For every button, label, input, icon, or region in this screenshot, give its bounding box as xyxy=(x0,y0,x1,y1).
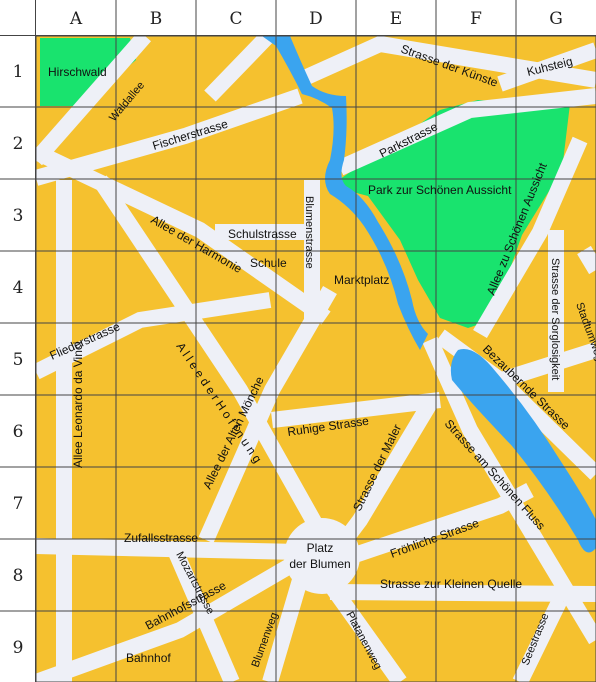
label-schule: Schule xyxy=(250,256,287,270)
road-seestrasse xyxy=(512,596,568,682)
road-fischerstrasse xyxy=(33,88,303,186)
road-allee-zu-schoenen-aussicht xyxy=(473,136,588,339)
label-platz-line2: der Blumen xyxy=(289,557,350,571)
road-strasse-zur-kleinen-quelle xyxy=(329,584,596,602)
column-label: B xyxy=(150,9,163,29)
road-froehliche-strasse xyxy=(337,482,534,568)
label-bahnhof: Bahnhof xyxy=(126,651,171,665)
label-marktplatz: Marktplatz xyxy=(334,273,389,287)
hirschwald-forest xyxy=(40,38,136,106)
label-zufallsstrasse: Zufallsstrasse xyxy=(124,531,198,545)
column-label: G xyxy=(549,9,563,29)
label-allee-leonardo: Allee Leonardo da Vinci xyxy=(71,341,85,468)
river-south xyxy=(450,348,596,553)
road-lane-north xyxy=(204,30,274,102)
road-waldallee xyxy=(29,30,152,166)
platz-der-blumen-plaza xyxy=(284,518,360,594)
row-label: 5 xyxy=(13,350,24,370)
row-label: 1 xyxy=(13,62,24,82)
road-bahnhofsstrasse xyxy=(33,553,305,682)
road-zufallsstrasse xyxy=(35,538,301,560)
label-schulstrasse: Schulstrasse xyxy=(228,227,297,241)
row-label: 4 xyxy=(13,278,24,298)
row-label: 2 xyxy=(13,134,24,154)
label-blumenstrasse: Blumenstrasse xyxy=(303,196,315,269)
row-label: 9 xyxy=(13,638,24,658)
column-label: E xyxy=(390,9,402,29)
label-hirschwald: Hirschwald xyxy=(48,65,107,79)
road-allee-der-harmonie xyxy=(32,144,331,325)
column-header-band xyxy=(0,0,596,35)
label-strasse-zur-kleinen-quelle: Strasse zur Kleinen Quelle xyxy=(380,577,522,591)
column-label: A xyxy=(69,9,83,29)
park-zur-schoenen-aussicht xyxy=(330,100,570,328)
road-parkstrasse xyxy=(336,88,596,176)
column-label: D xyxy=(309,9,323,29)
river-north xyxy=(262,36,428,350)
label-platz-line1: Platz xyxy=(307,541,334,555)
row-label: 3 xyxy=(13,206,24,226)
row-label: 8 xyxy=(13,566,24,586)
column-label: F xyxy=(470,9,482,29)
road-network xyxy=(29,30,596,682)
row-label: 7 xyxy=(13,494,24,514)
row-header-band xyxy=(0,0,35,682)
label-strasse-der-sorglosigkeit: Strasse der Sorglosigkeit xyxy=(549,258,561,380)
road-stadtumweg xyxy=(577,245,596,275)
road-allee-der-hoffnung xyxy=(93,175,329,540)
row-label: 6 xyxy=(13,422,24,442)
column-label: C xyxy=(229,9,242,29)
label-park: Park zur Schönen Aussicht xyxy=(368,183,512,197)
road-blumenweg xyxy=(262,577,308,682)
